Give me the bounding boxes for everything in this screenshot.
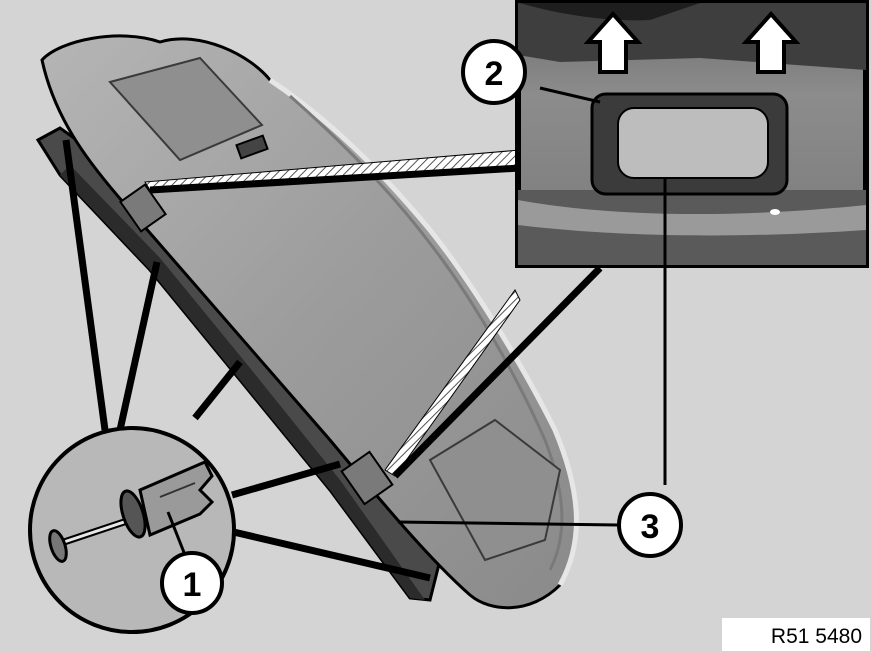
shelf-frame-shadow bbox=[60, 165, 425, 600]
clip-housing-lower bbox=[340, 450, 394, 506]
clip-housing-upper bbox=[118, 183, 168, 233]
arrow-up-icon bbox=[583, 10, 643, 74]
clip-leader-lines bbox=[62, 139, 431, 582]
callout-3-label: 3 bbox=[641, 508, 660, 546]
callout-1-leader bbox=[166, 511, 187, 556]
projection-beam-lower bbox=[384, 289, 521, 477]
callout-1-label: 1 bbox=[183, 566, 202, 604]
callout-2-leader bbox=[539, 86, 601, 104]
projection-line-lower bbox=[392, 265, 603, 479]
reference-code: R51 5480 bbox=[771, 625, 862, 648]
callout-2-label: 2 bbox=[485, 55, 504, 93]
inset-detail-panel bbox=[515, 0, 869, 268]
shelf-slot bbox=[235, 134, 269, 160]
callout-1: 1 bbox=[160, 551, 224, 615]
speaker-recess-left bbox=[108, 56, 264, 162]
callout-2: 2 bbox=[461, 39, 527, 105]
lift-arrows bbox=[583, 10, 801, 74]
reference-code-box bbox=[722, 618, 870, 651]
callout-3-leader-shelf bbox=[397, 520, 619, 527]
arrow-up-icon bbox=[741, 10, 801, 74]
projection-line-upper bbox=[149, 164, 521, 194]
callout-3: 3 bbox=[617, 492, 683, 558]
pushpin-clip bbox=[48, 460, 215, 563]
shelf-front-edge-highlight bbox=[268, 77, 579, 587]
